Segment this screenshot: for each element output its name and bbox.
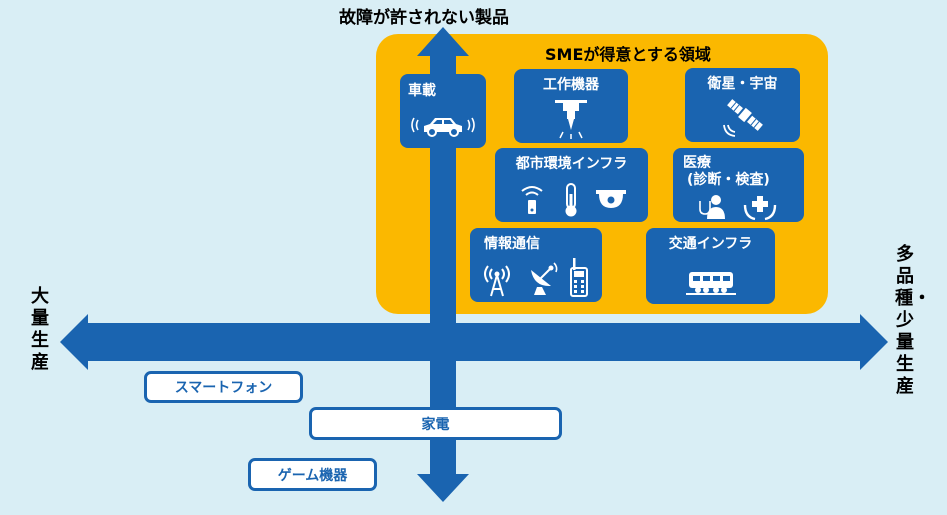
region-title: SMEが得意とする領域 [545,45,711,64]
doctor-icon [699,195,725,219]
label-game-console: ゲーム機器 [248,458,377,491]
drill-icon [555,100,587,139]
horizontal-axis-arrow [60,314,888,370]
satellite-icon [723,99,763,137]
box-satellite-label: 衛星・宇宙 [707,76,778,92]
box-car: 車載 [400,74,486,148]
thermometer-icon [565,183,577,217]
box-transport-infra: 交通インフラ [646,228,775,304]
radio-icon [570,258,588,297]
box-medical-label-2: (診断・検査) [687,172,770,188]
camera-icon [596,190,626,208]
train-icon [686,272,736,295]
top-axis-label: 故障が許されない製品 [339,8,509,28]
box-medical-label-1: 医療 [683,155,711,171]
label-smartphone: スマートフォン [144,371,303,403]
label-home-appliance: 家電 [309,407,562,440]
box-urban-infra: 都市環境インフラ [495,148,648,222]
box-machine-tools-label: 工作機器 [543,77,599,93]
car-icon [411,117,475,137]
box-machine-tools: 工作機器 [514,69,628,143]
left-axis-label: 大量生産 [31,286,49,373]
box-car-label: 車載 [408,83,436,99]
antenna-icon [484,265,510,297]
box-satellite: 衛星・宇宙 [685,68,800,142]
care-hands-icon [743,196,777,221]
box-transport-infra-label: 交通インフラ [668,236,753,252]
box-medical: 医療 (診断・検査) [673,148,804,222]
wifi-icon [521,186,543,214]
box-info-comm-label: 情報通信 [484,236,540,252]
box-info-comm: 情報通信 [470,228,602,302]
dish-icon [531,262,558,295]
right-axis-label: 多品種・少量生産 [895,244,931,397]
box-urban-infra-label: 都市環境インフラ [515,156,628,172]
